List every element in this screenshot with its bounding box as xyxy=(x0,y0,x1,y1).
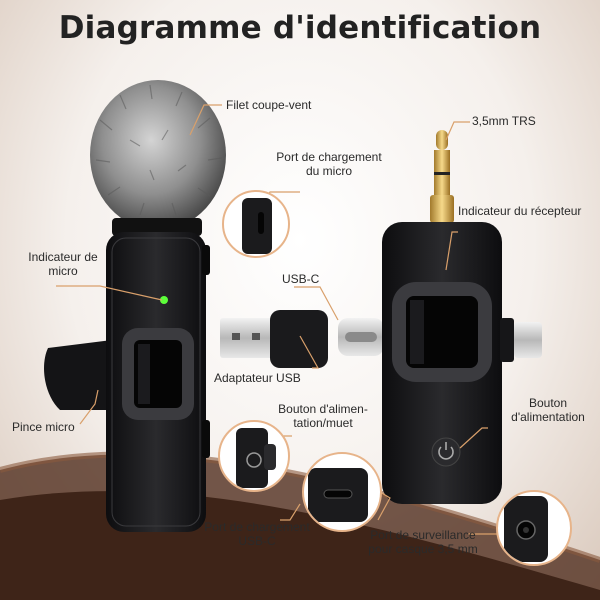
usbc-plug xyxy=(338,318,384,356)
diagram-title: Diagramme d'identification xyxy=(58,10,542,46)
label-receiver-indicator: Indicateur du récepteur xyxy=(458,204,582,218)
inset-charge-port-mic xyxy=(222,190,290,258)
label-charge-port-mic: Port de chargement du micro xyxy=(276,150,382,178)
trs-jack xyxy=(430,130,454,223)
inset-usbc-port xyxy=(302,452,382,532)
windscreen-fur xyxy=(90,80,226,236)
inset-monitor-port xyxy=(496,490,572,566)
label-usbc: USB-C xyxy=(282,272,320,286)
label-usbc-port: Port de chargement USB-C xyxy=(204,520,310,548)
mic-led xyxy=(160,296,168,304)
usb-adapter xyxy=(220,310,328,368)
label-power-button: Bouton d'alimentation xyxy=(511,396,585,424)
label-clip: Pince micro xyxy=(12,420,75,434)
inset-power-mute xyxy=(218,420,290,492)
label-power-mute: Bouton d'alimen- tation/muet xyxy=(278,402,368,430)
label-mic-indicator: Indicateur de micro xyxy=(28,250,98,278)
label-windscreen: Filet coupe-vent xyxy=(226,98,312,112)
label-trs: 3,5mm TRS xyxy=(472,114,536,128)
transmitter-body xyxy=(44,232,210,532)
label-monitor-port: Port de surveillance pour casque 3,5 mm xyxy=(368,528,478,556)
label-usb-adapter: Adaptateur USB xyxy=(214,371,301,385)
receiver-body xyxy=(382,222,542,504)
